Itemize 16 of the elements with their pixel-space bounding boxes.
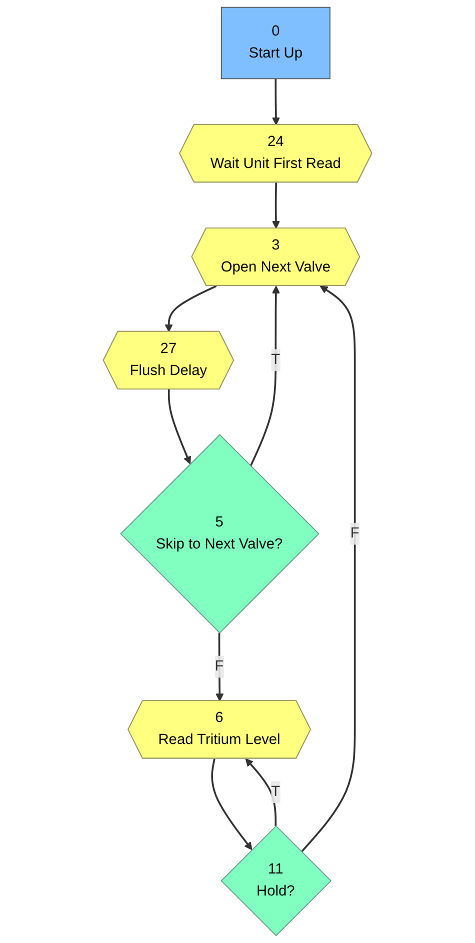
arrow [272,182,280,229]
arrow [272,78,280,126]
node-diamond: 5 Skip to Next Valve? [120,434,320,634]
edge-label: T [271,784,280,800]
arrow [164,285,217,332]
arrow [300,286,356,852]
arrow [216,632,224,702]
arrow [168,389,191,464]
edge-label: F [214,658,224,674]
edge-label: T [271,352,280,368]
arrow [211,758,252,850]
edge-label: F [350,526,360,542]
arrow [250,286,280,466]
arrow [245,758,277,826]
node-box: 0 Start Up [220,6,330,80]
node-diamond: 11 Hold? [220,825,332,936]
